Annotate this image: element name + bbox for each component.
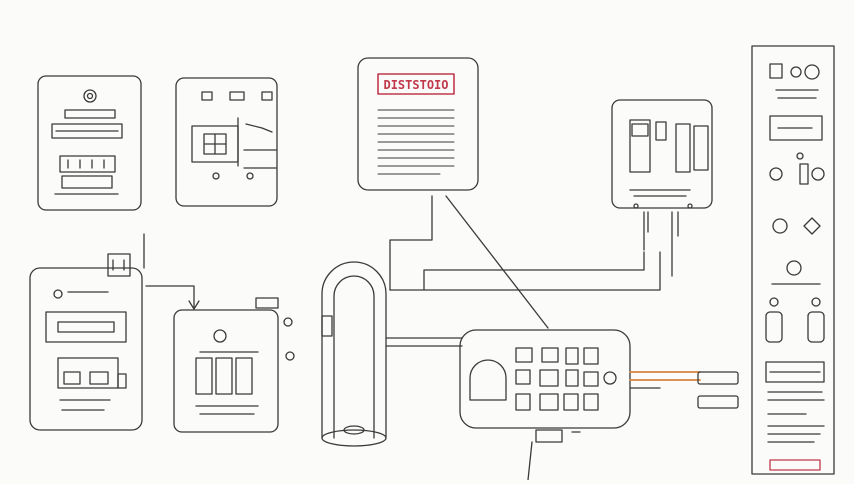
toggle-icon: [765, 311, 783, 343]
display-screen: [769, 115, 823, 141]
panel-center-top: DISTSTOIO: [357, 57, 479, 191]
control-box: [459, 329, 739, 481]
panel-top-left: [37, 75, 142, 211]
power-icon: [790, 66, 802, 78]
panel-top-meter: [175, 77, 278, 207]
panel-top-right: [611, 99, 713, 277]
panel-bottom-meter: [145, 285, 295, 433]
switch-icon: [629, 119, 651, 173]
gauge-icon: [213, 329, 227, 343]
pipe-loop: [321, 261, 387, 447]
right-control-strip: [751, 45, 835, 475]
panel-bottom-left: [29, 233, 145, 431]
knob-icon: [769, 167, 783, 181]
power-icon: [83, 89, 97, 103]
display-readout: [45, 311, 127, 343]
wires: [385, 195, 661, 347]
panel-title: DISTSTOIO: [383, 78, 448, 92]
plug-icon: [107, 253, 131, 277]
display-readout: [51, 123, 123, 139]
